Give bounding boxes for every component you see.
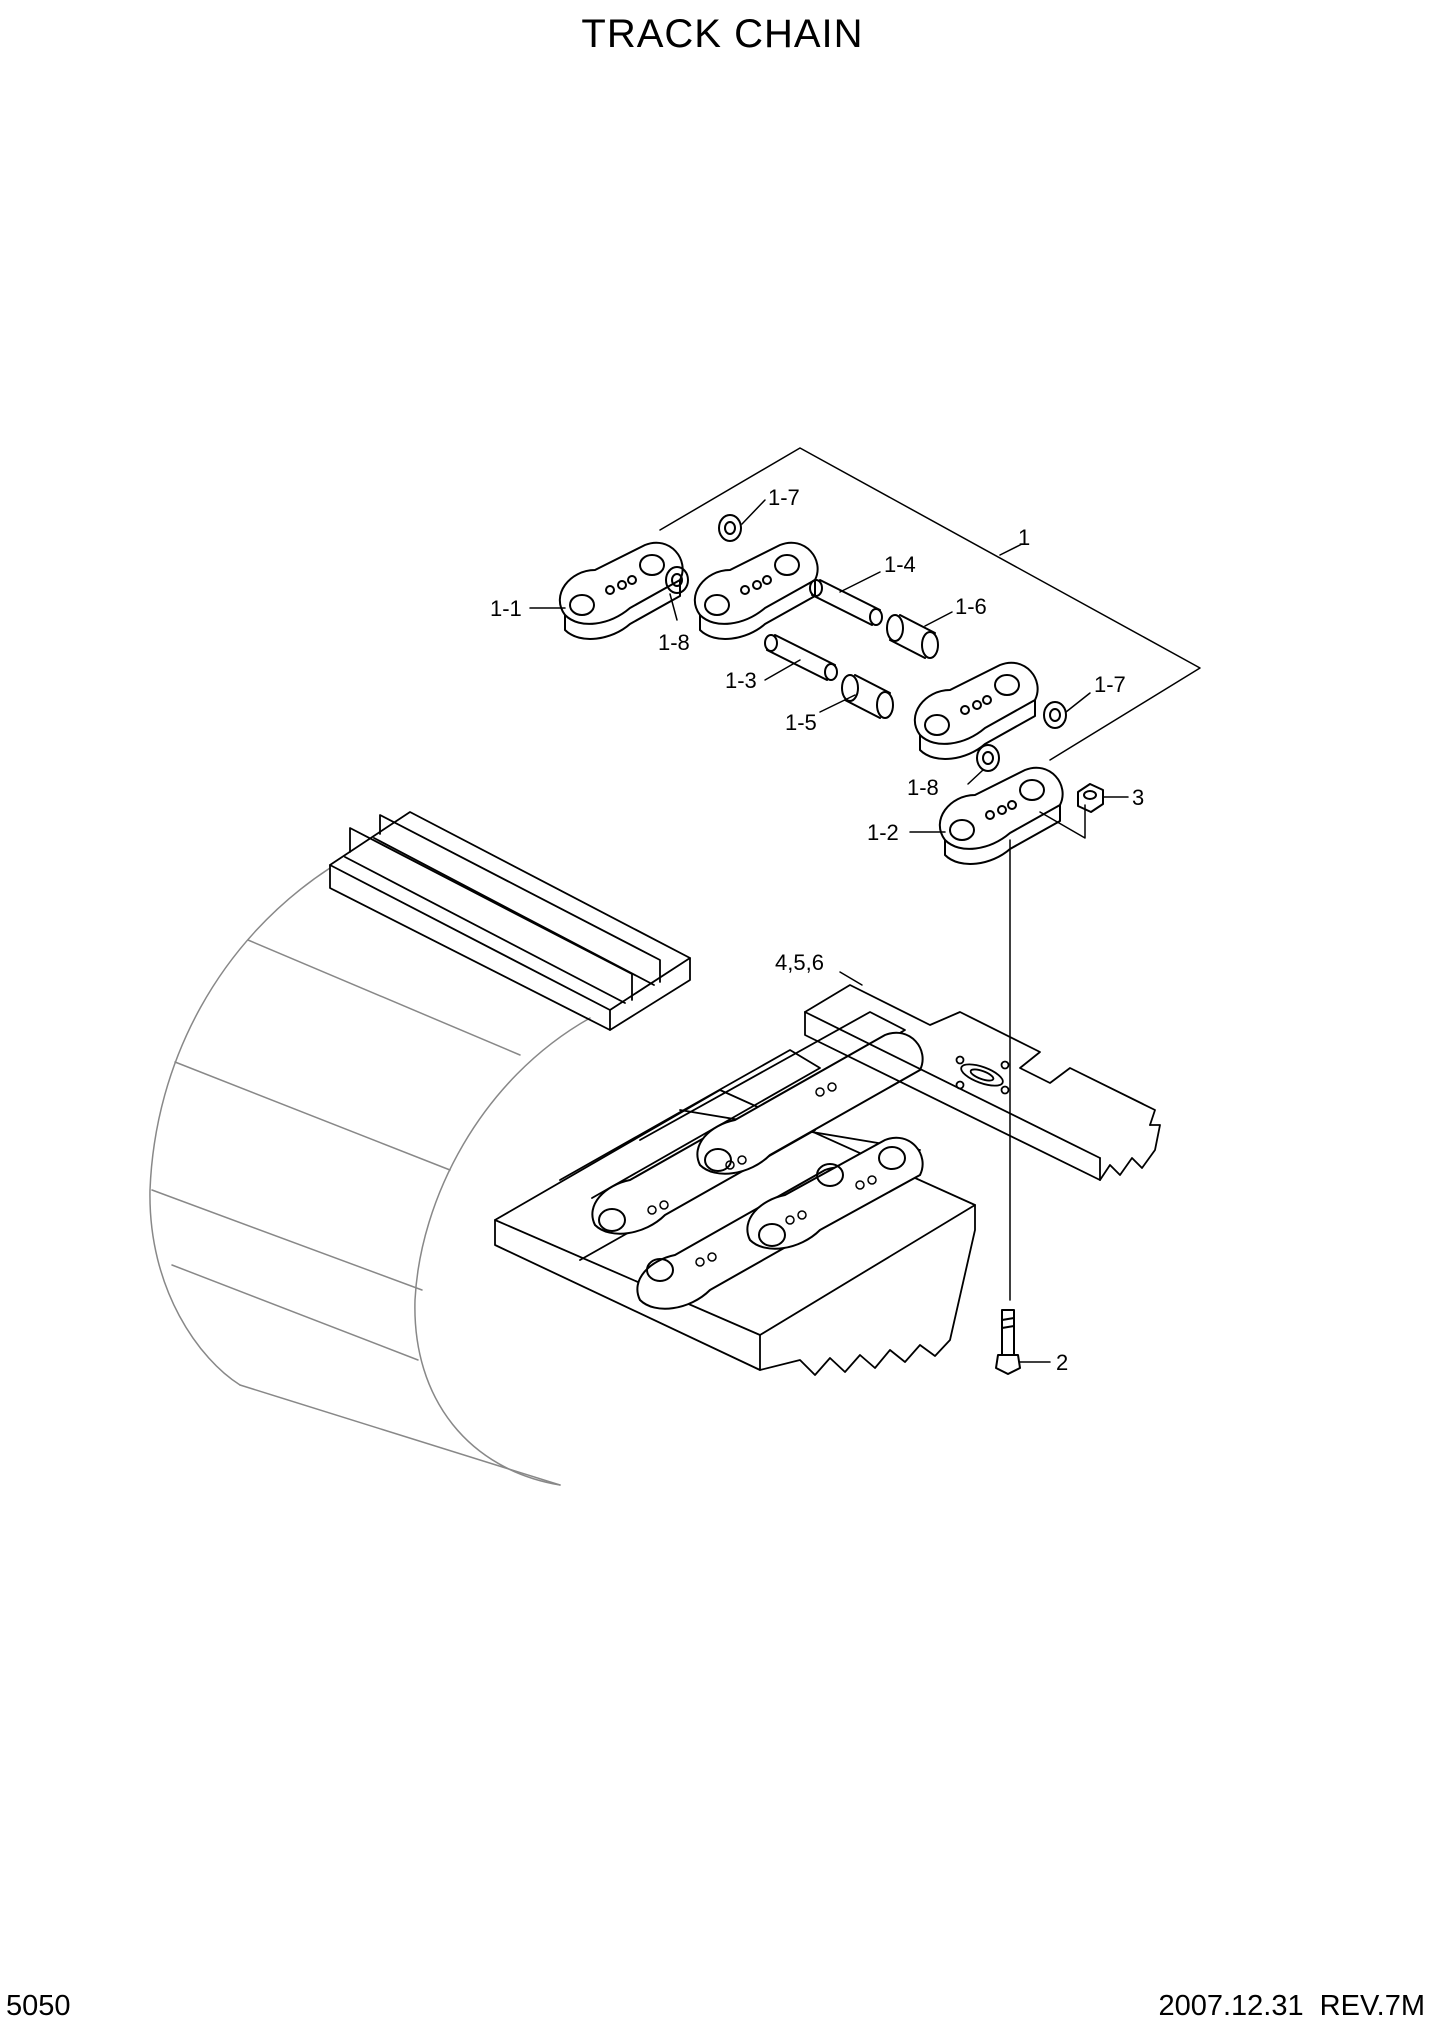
callout-1-1: 1-1 bbox=[490, 596, 522, 621]
callout-1-7-lower: 1-7 bbox=[1094, 672, 1126, 697]
seal-1-8-lower bbox=[976, 744, 1000, 772]
callout-1-5: 1-5 bbox=[785, 710, 817, 735]
seal-1-8-upper bbox=[665, 566, 689, 594]
bolt-2 bbox=[995, 1309, 1021, 1375]
washer-1-7-upper bbox=[718, 514, 742, 542]
bushing-1-6 bbox=[886, 614, 939, 659]
link-upper-2 bbox=[693, 541, 819, 640]
callout-4-5-6: 4,5,6 bbox=[775, 950, 824, 975]
revision-date: 2007.12.31 REV.7M bbox=[1158, 1990, 1425, 2022]
pin-1-4 bbox=[809, 579, 883, 626]
link-1-1 bbox=[558, 541, 684, 640]
callout-1-8-upper: 1-8 bbox=[658, 630, 690, 655]
assembled-chain-links bbox=[591, 1031, 924, 1310]
callout-1: 1 bbox=[1018, 525, 1030, 550]
callout-3: 3 bbox=[1132, 785, 1144, 810]
callout-1-8-lower: 1-8 bbox=[907, 775, 939, 800]
link-1-2 bbox=[938, 766, 1064, 865]
callout-1-4: 1-4 bbox=[884, 552, 916, 577]
nut-leader-bracket bbox=[1039, 804, 1086, 839]
link-middle bbox=[913, 661, 1039, 760]
track-shoe-4-5-6 bbox=[804, 984, 1161, 1181]
callout-1-2: 1-2 bbox=[867, 820, 899, 845]
bushing-1-5 bbox=[841, 674, 894, 719]
callout-1-6: 1-6 bbox=[955, 594, 987, 619]
page-number: 5050 bbox=[6, 1990, 71, 2022]
assembly-bracket bbox=[659, 447, 1201, 761]
nut-3 bbox=[1077, 783, 1104, 813]
page-title: TRACK CHAIN bbox=[581, 12, 864, 56]
pin-1-3 bbox=[764, 634, 838, 681]
track-shoe-grouser bbox=[329, 811, 691, 1031]
callout-2: 2 bbox=[1056, 1350, 1068, 1375]
washer-1-7-lower bbox=[1043, 701, 1067, 729]
track-belt bbox=[149, 867, 591, 1486]
callout-1-7-upper: 1-7 bbox=[768, 485, 800, 510]
leader-lines bbox=[529, 499, 1129, 1363]
callout-1-3: 1-3 bbox=[725, 668, 757, 693]
callout-labels: 1 1-1 1-2 1-3 1-4 1-5 1-6 1-7 1-7 1-8 1-… bbox=[490, 485, 1144, 1375]
